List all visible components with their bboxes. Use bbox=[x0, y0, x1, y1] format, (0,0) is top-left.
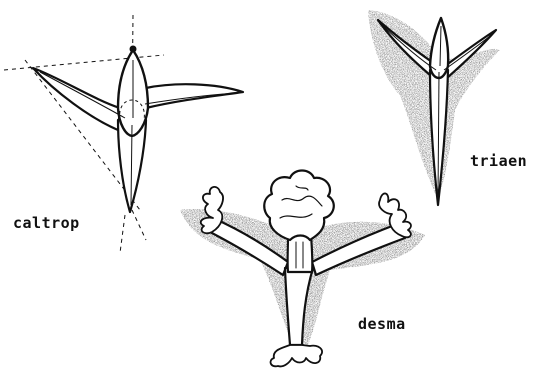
caltrop-axis-line bbox=[120, 215, 125, 253]
triaen-label: triaen bbox=[470, 152, 527, 170]
caltrop-arm-left bbox=[33, 68, 120, 130]
desma-spicule bbox=[180, 171, 425, 367]
caltrop-arm-right bbox=[146, 84, 243, 108]
caltrop-apex-dot bbox=[130, 46, 136, 52]
caltrop-axis-line bbox=[132, 210, 146, 240]
desma-label: desma bbox=[358, 315, 406, 333]
caltrop-label: caltrop bbox=[13, 214, 80, 232]
desma-tip-bottom bbox=[271, 345, 323, 366]
desma-stem bbox=[288, 235, 313, 272]
triaen-spicule bbox=[368, 10, 500, 205]
